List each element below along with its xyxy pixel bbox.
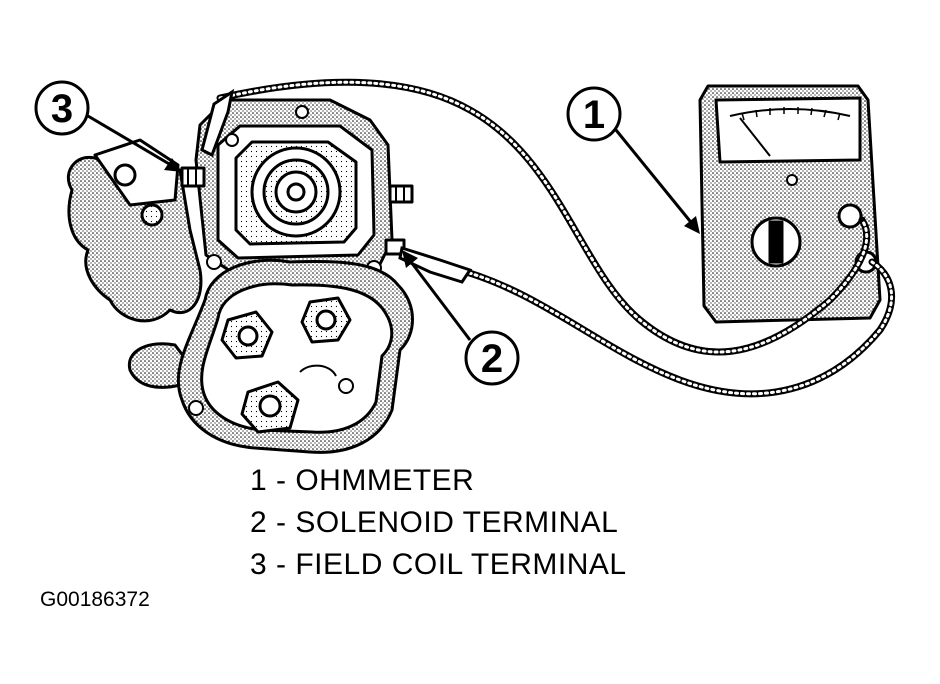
- ohmmeter-scale-ticks: [741, 107, 841, 121]
- probe-solenoid: [398, 246, 473, 284]
- ohmmeter-scale-arc: [729, 108, 851, 117]
- battery-stud: [388, 184, 414, 204]
- solenoid-screw-top-left: [225, 133, 239, 147]
- test-leads: [200, 78, 896, 398]
- probe-field-coil: [200, 88, 235, 158]
- callout-1: 1: [566, 86, 700, 234]
- legend-item-ohmmeter: 1 - OHMMETER: [250, 464, 475, 497]
- callout-3-number: 3: [51, 87, 73, 131]
- ohmmeter-zero-adjust: [786, 174, 798, 186]
- field-coil-terminal: [180, 166, 206, 188]
- housing-screw-right: [338, 378, 354, 394]
- legend-item-solenoid-terminal: 2 - SOLENOID TERMINAL: [250, 506, 619, 539]
- bracket-bolt: [140, 203, 164, 227]
- figure-id: G00186372: [40, 588, 150, 611]
- legend-item-field-coil-terminal: 3 - FIELD COIL TERMINAL: [250, 548, 627, 581]
- ohmmeter-needle: [739, 117, 771, 157]
- callout-2-number: 2: [481, 337, 503, 381]
- ohmmeter-jack-com: [837, 203, 863, 229]
- callout-1-arrowhead: [684, 216, 700, 234]
- ohmmeter: [698, 84, 882, 324]
- solenoid-screw-bottom-left: [206, 254, 222, 270]
- ohmmeter-knob-pointer: [768, 220, 784, 264]
- ohmmeter-scale-window: [714, 96, 862, 164]
- solenoid-screw-top-right: [295, 105, 309, 119]
- solenoid-plunger-center: [286, 182, 306, 202]
- callout-3-arrowhead: [164, 158, 182, 172]
- callout-2: 2: [402, 250, 520, 386]
- housing-notch: [299, 364, 337, 377]
- legend: 1 - OHMMETER 2 - SOLENOID TERMINAL 3 - F…: [250, 460, 627, 586]
- callout-2-arrowhead: [402, 250, 418, 268]
- bracket-hole: [113, 163, 137, 187]
- starter-motor: [66, 98, 414, 454]
- callout-3: 3: [34, 80, 182, 172]
- solenoid-terminal: [384, 238, 406, 256]
- housing-screw-left: [188, 400, 204, 416]
- callout-1-number: 1: [583, 93, 605, 137]
